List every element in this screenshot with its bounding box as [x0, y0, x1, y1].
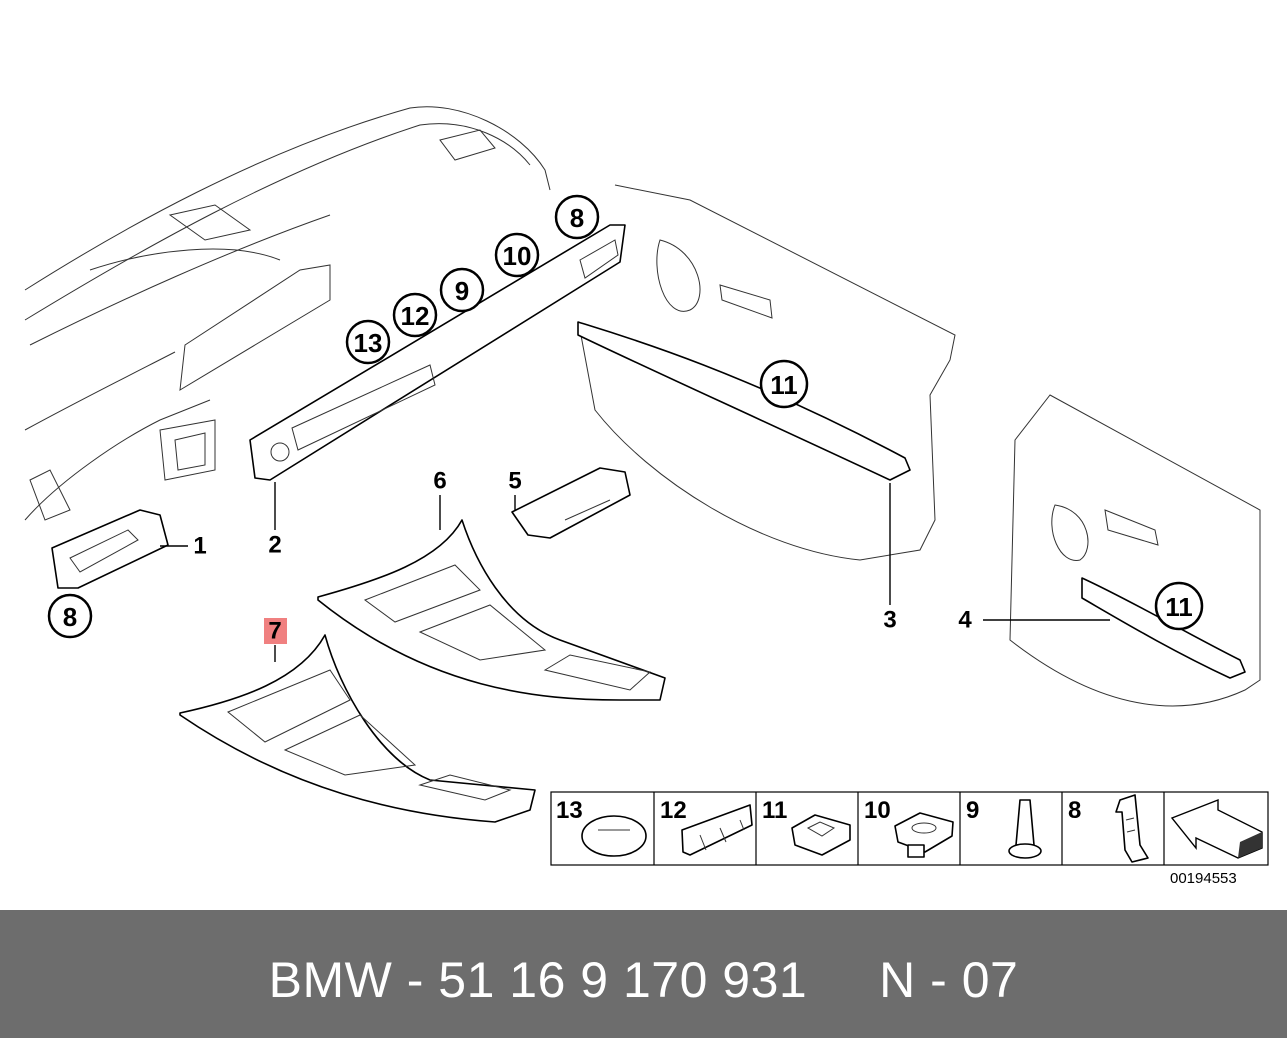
slot-clip-icon [894, 812, 954, 858]
label-3: 3 [883, 607, 896, 634]
label-7: 7 [268, 618, 281, 645]
svg-text:11: 11 [770, 370, 798, 400]
svg-text:11: 11 [1165, 592, 1193, 622]
svg-text:9: 9 [455, 276, 469, 306]
label-2: 2 [268, 532, 281, 559]
callout-10: 10 [494, 232, 540, 278]
part-5-cover [511, 467, 631, 539]
callout-12: 12 [392, 292, 438, 338]
dashboard-drawing [24, 106, 551, 521]
plug-icon [581, 815, 647, 857]
parts-diagram: 1 2 5 6 7 3 [24, 106, 1269, 866]
label-6: 6 [433, 468, 446, 495]
part-6-console-trim [317, 519, 666, 701]
legend-9: 9 [966, 797, 979, 824]
part-number-caption: BMW - 51 16 9 170 931 N - 07 [268, 952, 1019, 1008]
footer-bar: BMW - 51 16 9 170 931 N - 07 [0, 910, 1287, 1038]
arrow-icon [1170, 798, 1263, 859]
callout-13: 13 [345, 319, 391, 365]
svg-text:8: 8 [63, 602, 77, 632]
legend-11: 11 [762, 797, 787, 824]
label-1: 1 [193, 533, 206, 560]
label-5: 5 [508, 468, 521, 495]
clip-icon [791, 814, 851, 856]
legend-strip: 13 12 11 10 9 8 [550, 791, 1269, 866]
callout-11-rear-door: 11 [1154, 581, 1204, 631]
svg-text:12: 12 [401, 301, 430, 331]
highlight-7 [264, 618, 287, 644]
part-2-dash-strip [249, 224, 626, 481]
bracket-clip-icon [1115, 794, 1149, 863]
legend-10: 10 [864, 797, 891, 824]
part-4-door-panel [1009, 394, 1261, 707]
legend-13: 13 [556, 797, 583, 824]
label-4: 4 [958, 607, 972, 634]
rivet-icon [1008, 799, 1042, 859]
callout-8-bottom: 8 [47, 593, 93, 639]
document-number: 00194553 [1170, 870, 1237, 887]
callout-11-front-door: 11 [759, 359, 809, 409]
svg-text:10: 10 [503, 241, 532, 271]
svg-text:13: 13 [354, 328, 383, 358]
spring-clip-icon [681, 804, 753, 856]
svg-text:8: 8 [570, 203, 584, 233]
callout-8-top: 8 [554, 194, 600, 240]
part-1-trim [51, 509, 169, 589]
part-3-door-panel [577, 184, 956, 561]
part-7-console-trim [179, 634, 536, 823]
legend-8: 8 [1068, 797, 1081, 824]
legend-12: 12 [660, 797, 687, 824]
callout-9: 9 [439, 267, 485, 313]
